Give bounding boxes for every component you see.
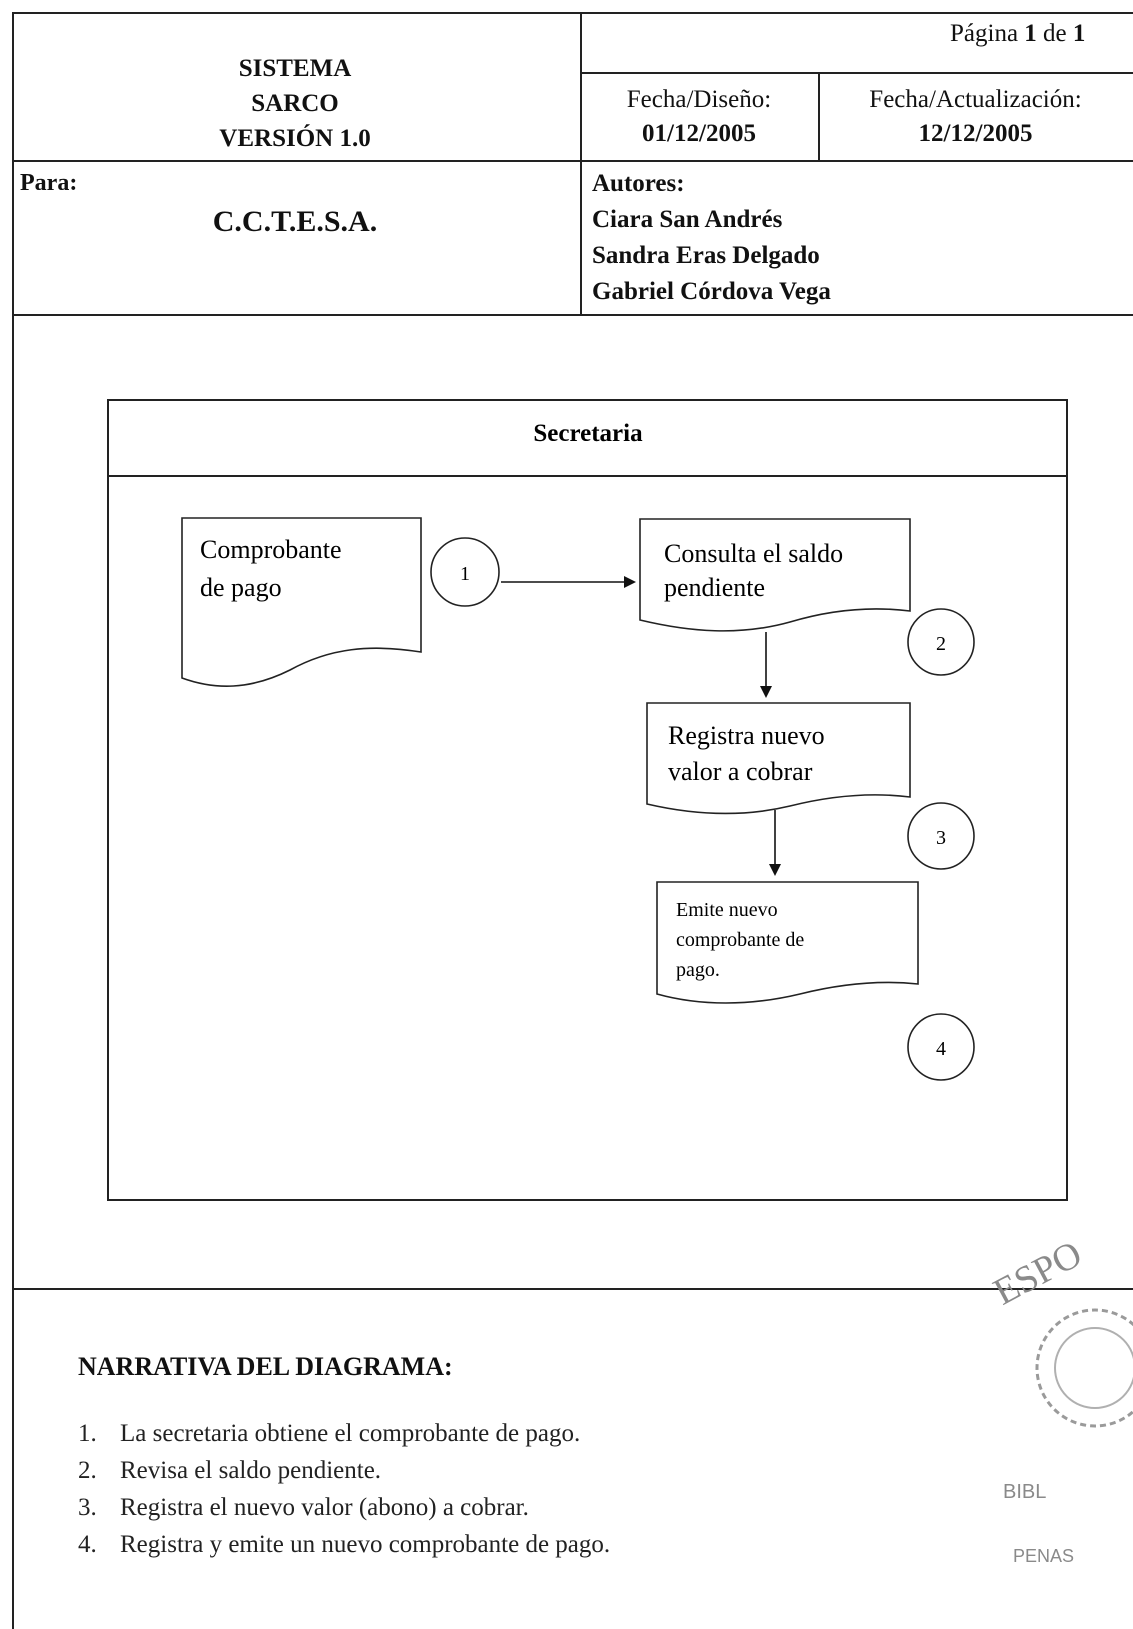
document-label: pago. xyxy=(676,959,720,981)
author-name: Ciara San Andrés xyxy=(592,206,783,233)
document-label: pendiente xyxy=(664,573,765,602)
list-item-text: Registra el nuevo valor (abono) a cobrar… xyxy=(120,1494,529,1521)
stamp-text-bottom: PENAS xyxy=(1013,1546,1074,1566)
list-item-text: La secretaria obtiene el comprobante de … xyxy=(120,1420,581,1447)
page-number: Página 1 de 1 xyxy=(950,20,1085,48)
document-label: de pago xyxy=(200,573,282,602)
update-date: 12/12/2005 xyxy=(918,120,1033,147)
stamp-seal-icon xyxy=(1035,1308,1133,1428)
update-date-label: Fecha/Actualización: xyxy=(869,86,1082,113)
table-divider-date-cols xyxy=(818,72,820,160)
document-label: Emite nuevo xyxy=(676,899,778,921)
step-circle-2 xyxy=(907,608,975,676)
list-item: 4. Registra y emite un nuevo comprobante … xyxy=(78,1531,610,1559)
narrative-title: NARRATIVA DEL DIAGRAMA: xyxy=(78,1352,453,1381)
list-item: 1. La secretaria obtiene el comprobante d… xyxy=(78,1420,580,1448)
table-divider-dates xyxy=(12,160,1133,162)
table-divider-vertical xyxy=(580,12,582,314)
document-shape-consulta xyxy=(639,518,911,632)
document-label: valor a cobrar xyxy=(668,757,813,786)
page-total: 1 xyxy=(1072,20,1086,47)
step-number: 2 xyxy=(936,633,946,655)
document-label: comprobante de xyxy=(676,929,804,951)
author-name: Gabriel Córdova Vega xyxy=(592,278,831,305)
step-circle-3 xyxy=(907,802,975,870)
list-item: 2. Revisa el saldo pendiente. xyxy=(78,1457,381,1485)
library-stamp: ESPO BIBL PENAS xyxy=(987,1240,1133,1566)
system-product: SARCO xyxy=(251,90,339,117)
document-label: Registra nuevo xyxy=(668,721,825,750)
table-border-top xyxy=(12,12,1133,14)
list-item-number: 3. xyxy=(78,1494,97,1521)
stamp-text-mid: BIBL xyxy=(1003,1481,1046,1503)
swimlane-frame xyxy=(107,399,1068,1201)
page-current: 1 xyxy=(1024,20,1037,47)
step-number: 3 xyxy=(936,827,946,849)
document-label: Comprobante xyxy=(200,535,342,564)
list-item-text: Revisa el saldo pendiente. xyxy=(120,1457,382,1484)
for-value: C.C.T.E.S.A. xyxy=(212,205,378,238)
design-date: 01/12/2005 xyxy=(642,120,756,147)
document-shape-registra xyxy=(646,702,911,815)
authors-label: Autores: xyxy=(592,170,685,197)
document-shape-emite xyxy=(656,881,919,1004)
list-item: 3. Registra el nuevo valor (abono) a cobr… xyxy=(78,1494,529,1522)
design-date-label: Fecha/Diseño: xyxy=(626,86,772,113)
flow-diagram: Secretaria Comprobante de pago 1 Consult… xyxy=(12,399,1133,1290)
page-prefix: Página xyxy=(950,20,1019,47)
table-divider-authors xyxy=(12,314,1133,316)
step-circle-4 xyxy=(907,1013,975,1081)
step-number: 4 xyxy=(936,1038,946,1060)
step-number: 1 xyxy=(460,563,470,585)
stamp-text-top: ESPO xyxy=(987,1240,1089,1314)
stamp-seal-inner-icon xyxy=(1054,1327,1133,1409)
list-item-number: 4. xyxy=(78,1531,97,1558)
author-name: Sandra Eras Delgado xyxy=(592,242,820,269)
swimlane-title: Secretaria xyxy=(533,420,643,447)
for-label: Para: xyxy=(20,170,78,196)
document-label: Consulta el saldo xyxy=(664,539,843,568)
table-divider-page xyxy=(580,72,1133,74)
system-version: VERSIÓN 1.0 xyxy=(219,125,371,152)
list-item-text: Registra y emite un nuevo comprobante de… xyxy=(120,1531,611,1558)
page-of: de xyxy=(1043,20,1067,47)
step-circle-1 xyxy=(430,537,500,607)
list-item-number: 2. xyxy=(78,1457,97,1484)
document-shape-comprobante xyxy=(181,517,422,687)
page-border-left xyxy=(12,12,14,1629)
system-name: SISTEMA xyxy=(238,55,352,82)
list-item-number: 1. xyxy=(78,1420,97,1447)
